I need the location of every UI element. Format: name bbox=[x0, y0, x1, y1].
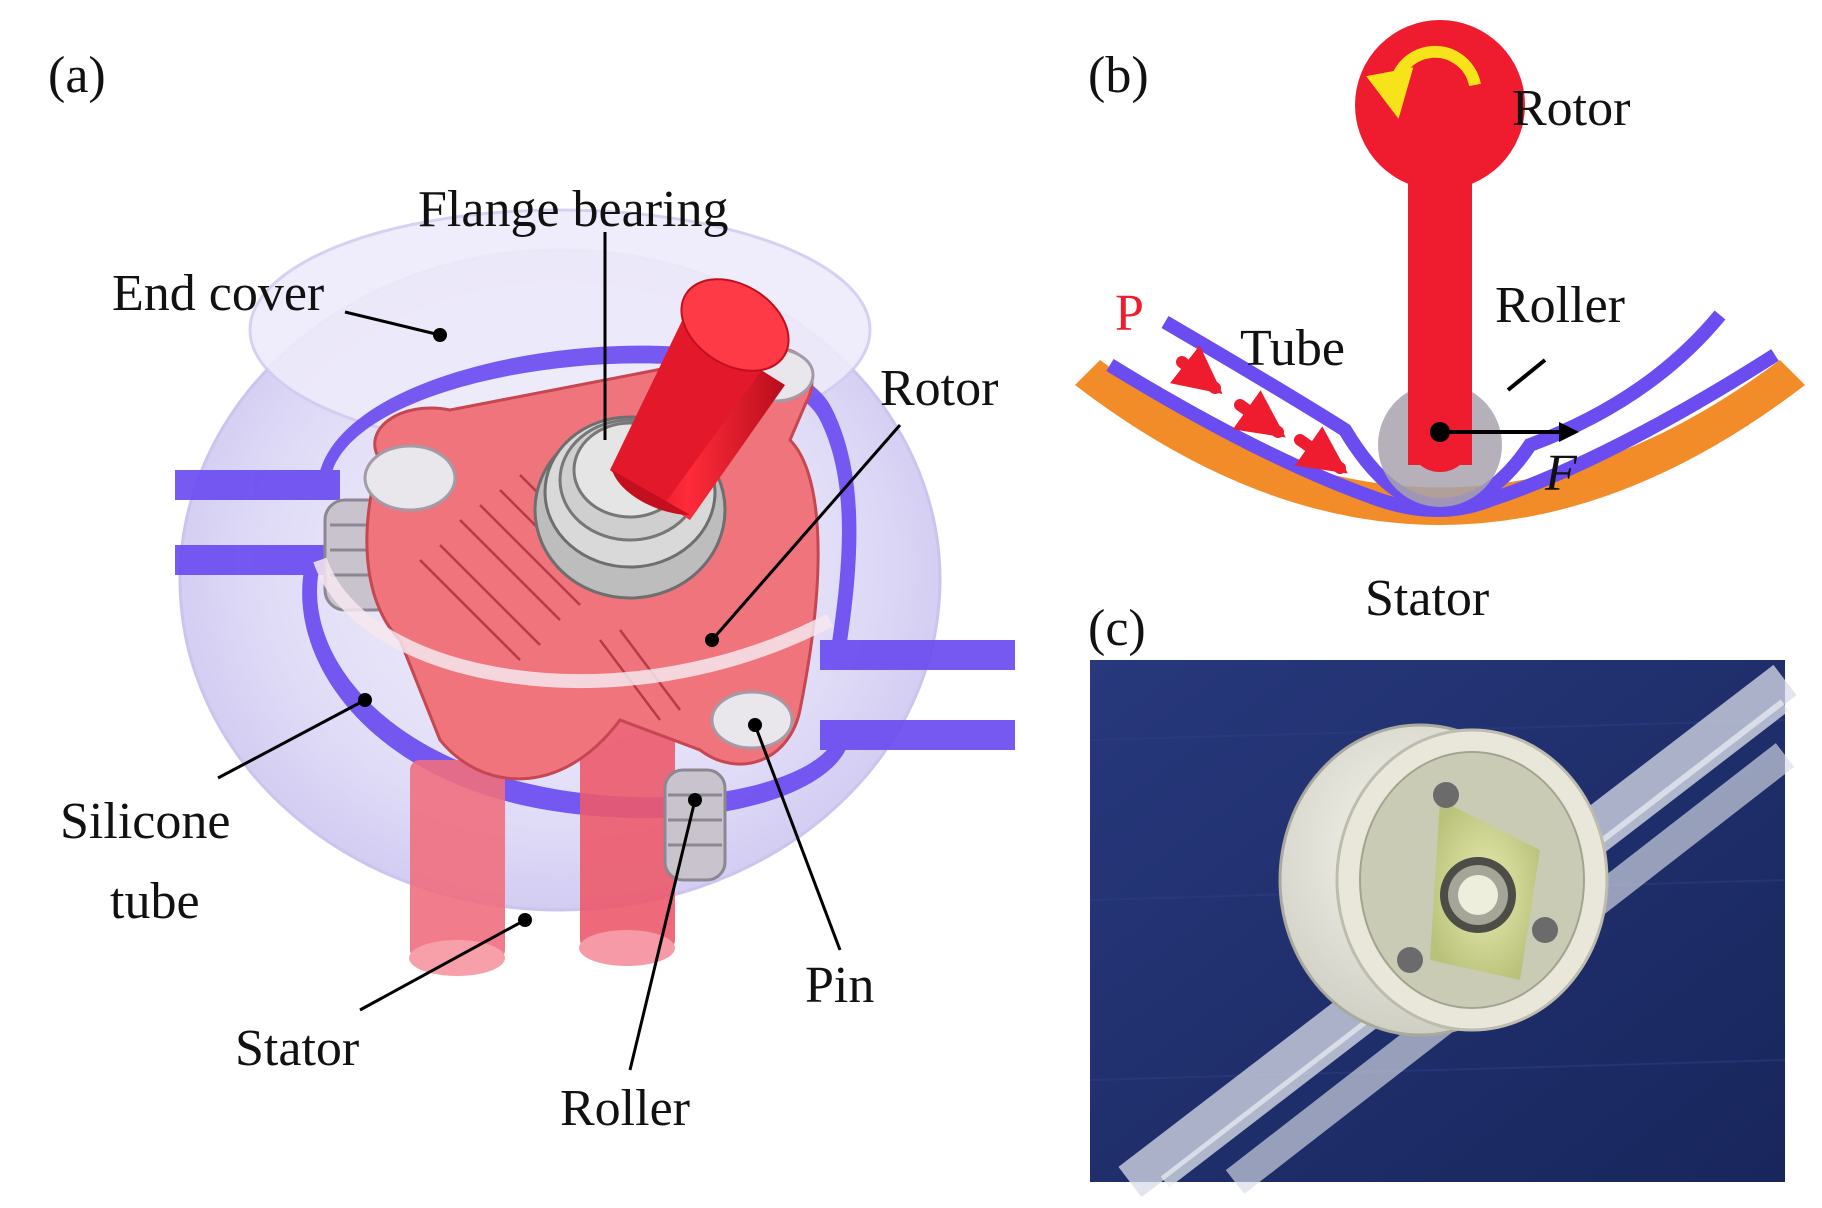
silicone-tube-shape bbox=[175, 345, 1015, 819]
label-end-cover: End cover bbox=[112, 265, 324, 322]
panel-a-label: (a) bbox=[48, 47, 106, 104]
rotor-shaft-shape bbox=[610, 278, 790, 520]
label-tube-b: Tube bbox=[1240, 320, 1345, 377]
label-tube: tube bbox=[110, 873, 200, 930]
label-silicone: Silicone bbox=[60, 793, 230, 850]
label-pin: Pin bbox=[805, 957, 874, 1014]
stator-arc bbox=[1075, 360, 1805, 525]
rotor-band-shape bbox=[313, 557, 834, 689]
label-pressure: P bbox=[1115, 285, 1144, 342]
stator-shape bbox=[409, 720, 675, 976]
panel-c: (c) bbox=[1088, 600, 1797, 1198]
label-roller-b: Roller bbox=[1495, 277, 1625, 334]
label-stator-a: Stator bbox=[235, 1020, 359, 1077]
pump-photo bbox=[1089, 660, 1797, 1198]
label-force: F bbox=[1544, 445, 1578, 502]
label-rotor-b: Rotor bbox=[1512, 80, 1630, 137]
rotation-arrow bbox=[1366, 45, 1481, 119]
panel-b-label: (b) bbox=[1088, 47, 1149, 104]
panel-a-leaders bbox=[217, 232, 902, 1071]
pressure-arrows bbox=[1169, 345, 1348, 474]
panel-a: (a) bbox=[48, 47, 1015, 1137]
panel-b: (b) Rotor Roller Tube P F Stator bbox=[1075, 20, 1805, 627]
roller-leader-b bbox=[1506, 358, 1547, 392]
label-rotor-a: Rotor bbox=[880, 360, 998, 417]
rotor-arm-tip bbox=[1408, 430, 1472, 472]
rotor-hub bbox=[1355, 20, 1525, 190]
panel-c-label: (c) bbox=[1088, 600, 1146, 657]
label-flange-bearing: Flange bearing bbox=[418, 181, 728, 238]
label-roller-a: Roller bbox=[560, 1080, 690, 1137]
label-stator-b: Stator bbox=[1365, 570, 1489, 627]
rotor-arm bbox=[1408, 150, 1472, 465]
